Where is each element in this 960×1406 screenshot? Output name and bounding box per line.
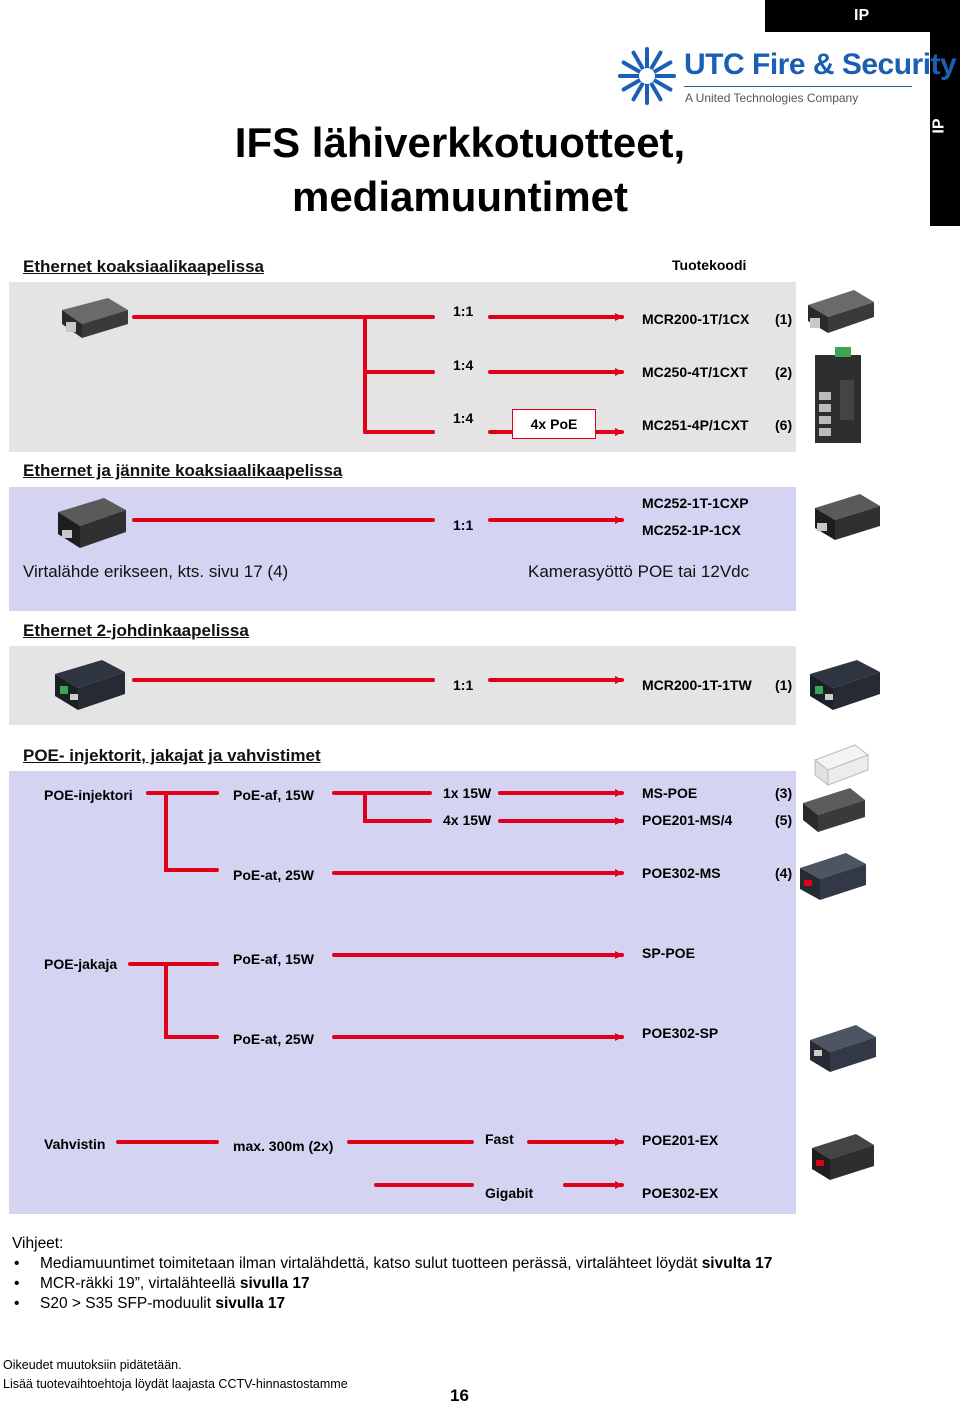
coax-code-3: MC251-4P/1CXT xyxy=(642,417,749,433)
corner-tab-side xyxy=(930,32,960,226)
extender-gigabit-code: POE302-EX xyxy=(642,1185,719,1201)
injector-at-ref: (4) xyxy=(775,865,793,881)
logo-divider xyxy=(684,86,912,87)
twowire-converter-right-icon xyxy=(810,660,880,710)
splitter-label: POE-jakaja xyxy=(44,956,118,972)
splitter-af-code: SP-POE xyxy=(642,945,695,961)
page-number: 16 xyxy=(450,1386,469,1405)
extender-fast-label: Fast xyxy=(485,1131,514,1147)
poe302-sp-splitter-icon xyxy=(810,1025,876,1072)
extender-fast-code: POE201-EX xyxy=(642,1132,719,1148)
poe302-ms-injector-icon xyxy=(800,853,866,900)
twowire-code: MCR200-1T-1TW xyxy=(642,677,752,693)
coaxpower-converter-left-icon xyxy=(58,498,126,548)
coax-ratio-1: 1:1 xyxy=(453,303,474,319)
tips-heading: Vihjeet: xyxy=(12,1235,64,1252)
footer-more-products: Lisää tuotevaihtoehtoja löydät laajasta … xyxy=(3,1377,348,1391)
splitter-af-label: PoE-af, 15W xyxy=(233,951,314,967)
panel-twowire xyxy=(9,646,796,725)
tip-page-ref: sivulla 17 xyxy=(239,1275,310,1292)
injector-at-label: PoE-at, 25W xyxy=(233,867,314,883)
industrial-switch-icon xyxy=(815,347,861,443)
section-heading-coax: Ethernet koaksiaalikaapelissa xyxy=(23,257,264,276)
tip-page-ref: sivulla 17 xyxy=(215,1295,286,1312)
coax-ref-1: (1) xyxy=(775,311,793,327)
coaxpower-converter-right-icon xyxy=(815,494,880,540)
injector-at-code: POE302-MS xyxy=(642,865,721,881)
power-supply-note: Virtalähde erikseen, kts. sivu 17 (4) xyxy=(23,562,289,581)
section-heading-twowire: Ethernet 2-johdinkaapelissa xyxy=(23,621,249,640)
logo-company-name: UTC Fire & Security xyxy=(684,48,957,81)
tips-list: Mediamuuntimet toimitetaan ilman virtalä… xyxy=(12,1254,772,1314)
tip-page-ref: sivulta 17 xyxy=(701,1255,773,1272)
tip-item: MCR-räkki 19”, virtalähteellä sivulla 17 xyxy=(12,1274,772,1294)
utc-globe-logo-icon xyxy=(618,47,676,105)
splitter-at-label: PoE-at, 25W xyxy=(233,1031,314,1047)
injector-power-1: 1x 15W xyxy=(443,785,492,801)
injector-power-2: 4x 15W xyxy=(443,812,492,828)
section-heading-coax-power: Ethernet ja jännite koaksiaalikaapelissa xyxy=(23,461,343,480)
coax-code-2: MC250-4T/1CXT xyxy=(642,364,748,380)
injector-ref-1: (3) xyxy=(775,785,793,801)
tip-item: S20 > S35 SFP-moduulit sivulla 17 xyxy=(12,1294,772,1314)
section-heading-poe: POE- injektorit, jakajat ja vahvistimet xyxy=(23,746,321,765)
coax-converter-left-icon xyxy=(62,298,128,338)
logo-tagline: A United Technologies Company xyxy=(685,91,859,105)
tip-text: MCR-räkki 19”, virtalähteellä xyxy=(40,1275,240,1292)
ms-poe-injector-icon xyxy=(813,744,870,787)
coaxpower-ratio: 1:1 xyxy=(453,517,474,533)
corner-tab-top xyxy=(765,0,960,32)
extender-gigabit-label: Gigabit xyxy=(485,1185,534,1201)
product-code-header: Tuotekoodi xyxy=(672,257,747,273)
injector-code-2: POE201-MS/4 xyxy=(642,812,733,828)
tip-text: Mediamuuntimet toimitetaan ilman virtalä… xyxy=(40,1255,702,1272)
poe201-ms4-injector-icon xyxy=(803,788,865,832)
injector-label: POE-injektori xyxy=(44,787,133,803)
extender-range: max. 300m (2x) xyxy=(233,1138,334,1154)
twowire-ratio: 1:1 xyxy=(453,677,474,693)
footer-rights: Oikeudet muutoksiin pidätetään. xyxy=(3,1358,182,1372)
tip-item: Mediamuuntimet toimitetaan ilman virtalä… xyxy=(12,1254,772,1274)
coaxpower-code-1: MC252-1T-1CXP xyxy=(642,495,749,511)
injector-ref-2: (5) xyxy=(775,812,793,828)
injector-tree xyxy=(164,791,219,872)
page-title-line1: IFS lähiverkkotuotteet, xyxy=(234,119,686,166)
coax-ratio-3: 1:4 xyxy=(453,410,474,426)
panel-coax-power xyxy=(9,487,796,611)
coax-ratio-2: 1:4 xyxy=(453,357,474,373)
panel-coax xyxy=(9,282,796,452)
splitter-tree xyxy=(164,962,219,1039)
coax-ref-3: (6) xyxy=(775,417,793,433)
camera-feed-note: Kamerasyöttö POE tai 12Vdc xyxy=(528,562,750,581)
coaxpower-code-2: MC252-1P-1CX xyxy=(642,522,741,538)
twowire-converter-left-icon xyxy=(55,660,125,710)
page-title-line2: mediamuuntimet xyxy=(291,173,629,220)
coax-converter-right-icon xyxy=(808,290,874,333)
injector-af-branch xyxy=(363,791,432,823)
injector-af-label: PoE-af, 15W xyxy=(233,787,314,803)
coax-ref-2: (2) xyxy=(775,364,793,380)
tab-label-top: IP xyxy=(854,7,870,24)
tip-text: S20 > S35 SFP-moduulit xyxy=(40,1295,216,1312)
page-title: IFS lähiverkkotuotteet, mediamuuntimet xyxy=(180,116,740,224)
poe-4x-box: 4x PoE xyxy=(512,409,596,439)
injector-code-1: MS-POE xyxy=(642,785,698,801)
extender-label: Vahvistin xyxy=(44,1136,106,1152)
tips-section: Vihjeet: Mediamuuntimet toimitetaan ilma… xyxy=(12,1234,772,1314)
splitter-at-code: POE302-SP xyxy=(642,1025,719,1041)
twowire-ref: (1) xyxy=(775,677,793,693)
poe-extender-icon xyxy=(812,1134,874,1180)
coax-code-1: MCR200-1T/1CX xyxy=(642,311,750,327)
